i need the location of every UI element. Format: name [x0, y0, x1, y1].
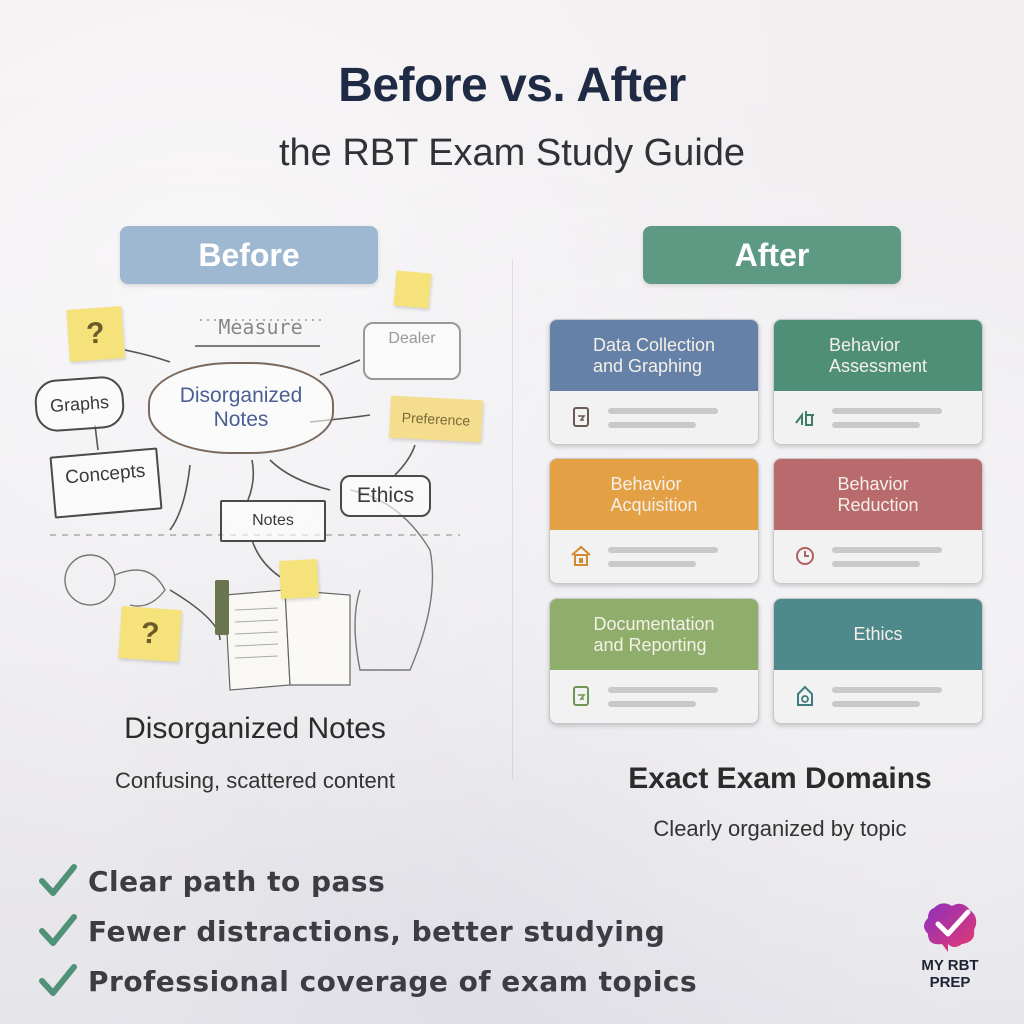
- question-sticky-bottom: ?: [118, 605, 182, 663]
- domain-title-line1: Ethics: [853, 624, 903, 644]
- clock-icon: [794, 544, 816, 568]
- after-caption-title: Exact Exam Domains: [628, 762, 932, 795]
- benefits-list: Clear path to pass Fewer distractions, b…: [36, 856, 697, 1006]
- ethics-node: Ethics: [340, 475, 431, 517]
- disorganized-notes-illustration: Measure Dealer Graphs Concepts Disorgani…: [20, 270, 500, 700]
- before-label: Before: [120, 226, 378, 284]
- checkmark-icon: [39, 964, 77, 996]
- dealer-node: Dealer: [363, 322, 461, 380]
- placeholder-text-line: [832, 687, 942, 693]
- assessment-icon: [794, 405, 816, 429]
- benefit-item: Clear path to pass: [36, 856, 697, 906]
- before-caption-title: Disorganized Notes: [124, 712, 386, 745]
- after-caption-subtitle: Clearly organized by topic: [653, 816, 907, 841]
- house-icon: [570, 544, 592, 568]
- placeholder-text-line: [608, 561, 696, 567]
- domain-title-line1: Behavior: [610, 473, 682, 494]
- before-caption-subtitle: Confusing, scattered content: [114, 768, 396, 793]
- clipboard-icon: [570, 684, 592, 708]
- domain-card-body: [774, 670, 982, 723]
- domain-card-body: [550, 391, 758, 444]
- brand-name-line2: PREP: [929, 974, 971, 991]
- domain-title-line1: Behavior: [837, 473, 909, 494]
- placeholder-text-line: [832, 408, 942, 414]
- sticky-note-book: [279, 559, 319, 599]
- domain-card-body: [550, 530, 758, 583]
- domain-card-body: [774, 530, 982, 583]
- placeholder-text-line: [832, 547, 942, 553]
- domain-title-line2: and Reporting: [593, 634, 707, 655]
- brand-logo: MY RBT PREP: [900, 900, 1000, 991]
- benefit-text: Professional coverage of exam topics: [88, 964, 698, 998]
- domain-title-line1: Documentation: [593, 613, 715, 634]
- domain-card-body: [550, 670, 758, 723]
- domain-card-body: [774, 391, 982, 444]
- graphs-node: Graphs: [33, 374, 126, 434]
- domain-title-line1: Behavior: [828, 334, 901, 355]
- sketch-connectors: [50, 319, 460, 691]
- domain-title: Ethics: [853, 624, 902, 645]
- benefit-item: Professional coverage of exam topics: [36, 956, 697, 1006]
- placeholder-text-line: [608, 408, 718, 414]
- benefit-item: Fewer distractions, better studying: [36, 906, 697, 956]
- domain-title-line2: Acquisition: [610, 494, 698, 515]
- measure-node: Measure: [218, 315, 303, 339]
- checkmark-icon: [39, 914, 77, 946]
- domain-card-header: Ethics: [774, 599, 982, 670]
- benefit-text: Fewer distractions, better studying: [88, 914, 666, 948]
- benefit-text: Clear path to pass: [88, 864, 386, 898]
- preference-sticky: Preference: [388, 395, 484, 443]
- column-divider: [512, 260, 513, 780]
- placeholder-text-line: [832, 701, 920, 707]
- domain-title-line1: Data Collection: [592, 334, 716, 355]
- brand-name-line1: MY RBT: [921, 957, 979, 974]
- placeholder-text-line: [608, 687, 718, 693]
- placeholder-text-line: [832, 561, 920, 567]
- disorganized-notes-center-node: Disorganized Notes: [148, 362, 334, 454]
- book-icon: [215, 580, 351, 691]
- notes-node: Notes: [220, 500, 326, 542]
- domain-title-line2: Assessment: [828, 355, 928, 376]
- after-label: After: [643, 226, 901, 284]
- placeholder-text-line: [608, 701, 696, 707]
- page-title: Before vs. After: [338, 59, 686, 112]
- placeholder-text-line: [608, 422, 696, 428]
- page-subtitle: the RBT Exam Study Guide: [278, 132, 746, 174]
- brain-check-icon: [924, 903, 977, 952]
- concepts-node: Concepts: [49, 447, 163, 519]
- sticky-note-top-right: [393, 270, 432, 309]
- domain-card: Ethics: [773, 598, 983, 724]
- domain-title-line2: Reduction: [837, 494, 919, 515]
- document-icon: [570, 405, 592, 429]
- placeholder-text-line: [608, 547, 718, 553]
- placeholder-text-line: [832, 422, 920, 428]
- question-sticky-top: ?: [66, 306, 125, 362]
- checkmark-icon: [39, 864, 77, 896]
- ethics-icon: [794, 684, 816, 708]
- domain-title-line2: and Graphing: [592, 355, 703, 376]
